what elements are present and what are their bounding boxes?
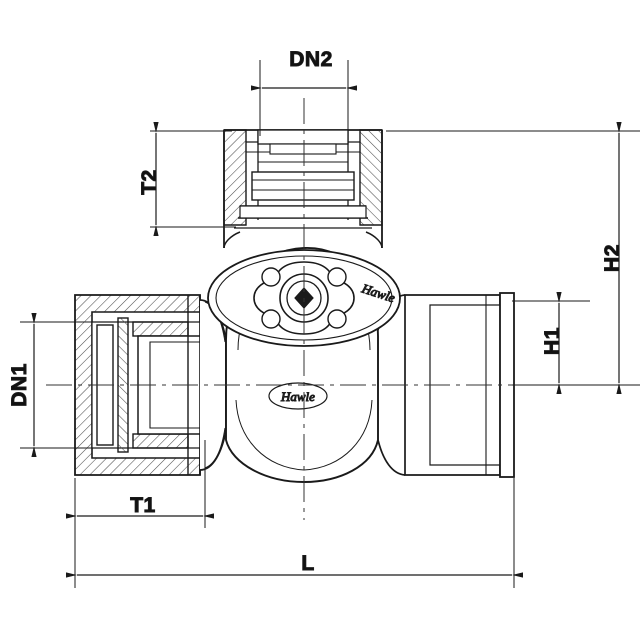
dimension-label-dn1: DN1 [8, 363, 31, 407]
dimension-h1: H1 [512, 292, 590, 394]
body-brand-mark: Hawle [268, 382, 328, 410]
dimension-label-h1: H1 [541, 327, 564, 355]
dimension-l: L [66, 478, 523, 588]
dimension-label-l: L [301, 552, 314, 575]
top-branch-assembly [223, 129, 383, 249]
dimension-label-t2: T2 [138, 169, 161, 195]
dimension-label-t1: T1 [130, 494, 156, 517]
dimension-dn1: DN1 [8, 313, 100, 457]
centerlines [46, 98, 598, 520]
dimension-t1: T1 [66, 440, 214, 528]
dimension-label-dn2: DN2 [289, 48, 333, 71]
dimension-dn2: DN2 [251, 48, 357, 136]
left-body-neck [199, 299, 227, 471]
body-brand-text: Hawle [280, 389, 315, 404]
dimension-label-h2: H2 [601, 244, 624, 272]
dimension-h2: H2 [386, 122, 640, 394]
dimension-t2: T2 [138, 122, 236, 236]
